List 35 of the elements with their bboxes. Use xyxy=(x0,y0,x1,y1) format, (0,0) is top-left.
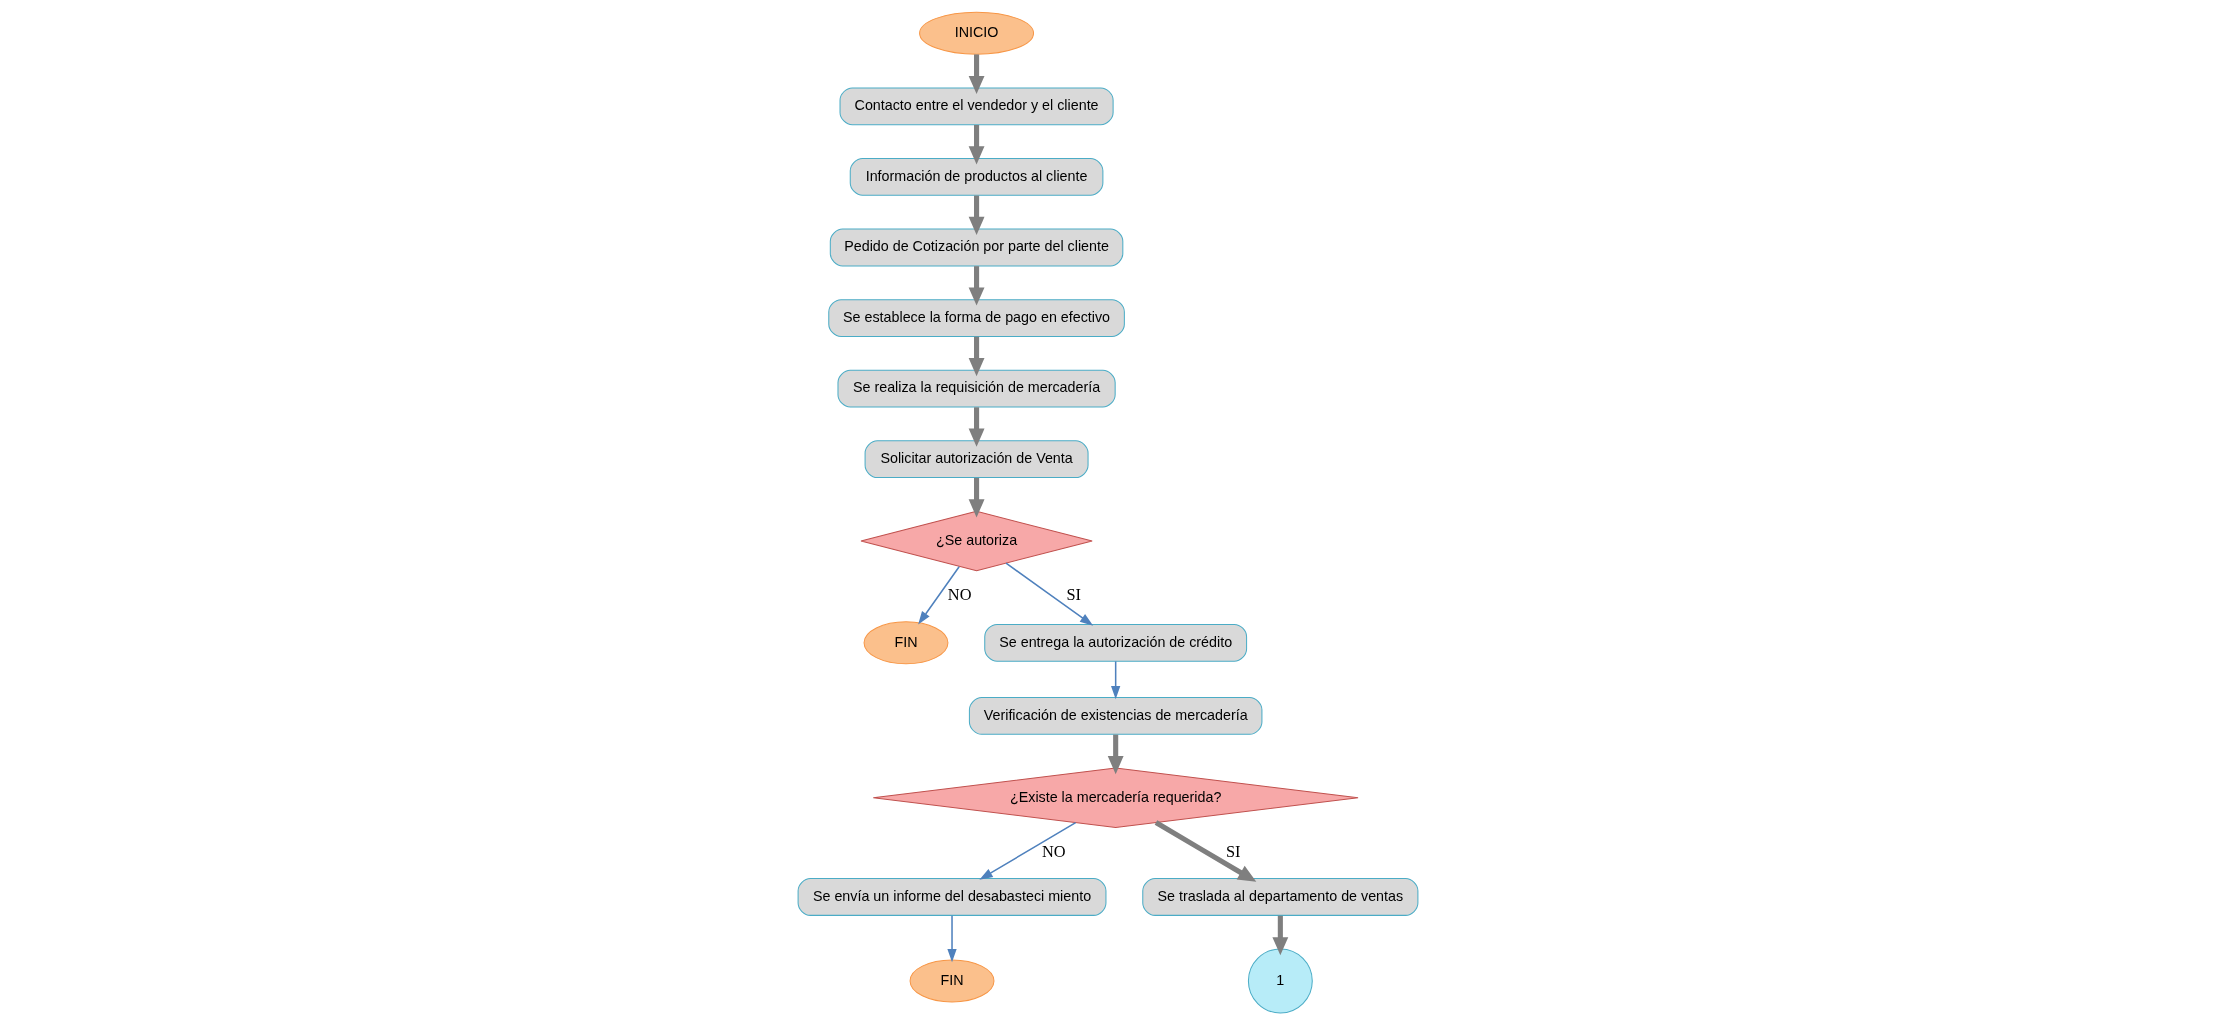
node-diamond: ¿Existe la mercadería requerida? xyxy=(872,767,1359,828)
arrow xyxy=(968,336,985,377)
node-ellipse: INICIO xyxy=(919,11,1035,55)
arrow xyxy=(968,477,985,518)
node-box: Se establece la forma de pago en efectivo xyxy=(828,299,1125,337)
node-box: Se entrega la autorización de crédito xyxy=(984,623,1248,662)
edge-label: SI xyxy=(1066,585,1082,605)
node-box: Pedido de Cotización por parte del cliente xyxy=(829,228,1124,267)
node-ellipse: FIN xyxy=(863,621,949,665)
arrow xyxy=(1154,820,1257,882)
arrow xyxy=(968,195,985,235)
node-box: Se envía un informe del desabasteci miento xyxy=(797,878,1107,916)
arrow xyxy=(1005,562,1094,626)
arrow xyxy=(1111,660,1121,700)
node-box: Contacto entre el vendedor y el cliente xyxy=(839,87,1114,126)
node-box: Se realiza la requisición de mercadería xyxy=(837,369,1116,408)
arrow xyxy=(968,125,985,165)
node-box: Solicitar autorización de Venta xyxy=(864,440,1089,479)
arrow xyxy=(968,407,985,447)
arrow xyxy=(1272,915,1289,956)
arrow xyxy=(979,821,1077,880)
arrow xyxy=(1107,734,1124,775)
node-box: Verificación de existencias de mercadería xyxy=(968,697,1263,735)
edge-label: SI xyxy=(1226,841,1241,861)
arrow xyxy=(947,915,957,963)
edge-label: NO xyxy=(1041,841,1066,861)
arrow xyxy=(968,54,985,95)
arrow xyxy=(918,565,960,625)
arrow xyxy=(968,266,985,306)
node-diamond: ¿Se autoriza xyxy=(860,510,1093,572)
node-circle: 1 xyxy=(1247,948,1313,1014)
node-ellipse: FIN xyxy=(909,959,995,1003)
node-box: Información de productos al cliente xyxy=(849,158,1104,196)
node-box: Se traslada al departamento de ventas xyxy=(1142,878,1419,916)
edge-label: NO xyxy=(947,585,972,605)
